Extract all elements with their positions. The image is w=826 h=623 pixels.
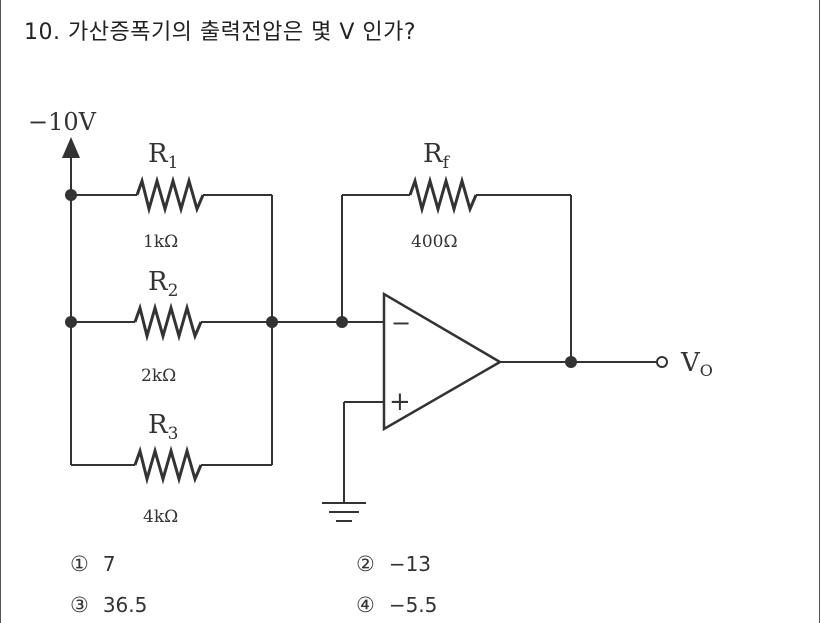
- r1-resistor: [135, 175, 205, 215]
- option-value: −13: [388, 552, 432, 576]
- junction-dot: [266, 316, 278, 328]
- option-value: 36.5: [102, 593, 148, 617]
- r2-label: R2: [148, 267, 178, 301]
- output-label: VO: [680, 348, 713, 380]
- option-value: −5.5: [388, 593, 438, 617]
- option-1[interactable]: ① 7: [70, 552, 116, 576]
- question-text: 10. 가산증폭기의 출력전압은 몇 V 인가?: [24, 20, 417, 45]
- r2-value: 2kΩ: [141, 366, 176, 386]
- junction-dot: [65, 316, 77, 328]
- option-2[interactable]: ② −13: [356, 552, 431, 576]
- option-4[interactable]: ④ −5.5: [356, 593, 437, 617]
- rf-resistor: [408, 175, 478, 215]
- option-number: ②: [356, 552, 375, 576]
- junction-dot: [336, 316, 348, 328]
- supply-arrow-icon: [62, 137, 80, 158]
- r3-value: 4kΩ: [143, 507, 178, 527]
- option-value: 7: [102, 552, 116, 576]
- option-number: ④: [356, 593, 375, 617]
- output-terminal: [656, 356, 668, 368]
- non-inverting-input-sign: +: [389, 387, 411, 417]
- inverting-input-sign: −: [391, 309, 411, 337]
- supply-label: −10V: [28, 108, 97, 136]
- r3-resistor: [133, 445, 203, 485]
- r2-resistor: [133, 302, 203, 342]
- option-number: ③: [70, 593, 89, 617]
- rf-value: 400Ω: [411, 232, 458, 252]
- junction-dot: [65, 189, 77, 201]
- rf-label: Rf: [423, 139, 451, 173]
- r3-label: R3: [148, 410, 178, 444]
- r1-label: R1: [148, 139, 178, 173]
- r1-value: 1kΩ: [143, 232, 178, 252]
- junction-dot: [565, 356, 577, 368]
- option-number: ①: [70, 552, 89, 576]
- op-amp-triangle: [382, 291, 503, 432]
- option-3[interactable]: ③ 36.5: [70, 593, 147, 617]
